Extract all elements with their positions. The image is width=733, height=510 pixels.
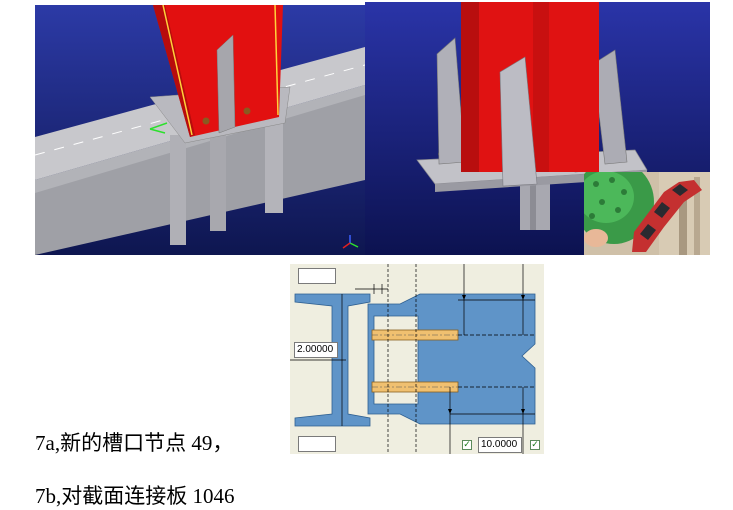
section-parameter-dialog: 2.00000 ✓ 10.0000 ✓ bbox=[290, 264, 544, 454]
dimension-input-bottom[interactable] bbox=[298, 436, 336, 452]
checkbox-icon[interactable]: ✓ bbox=[530, 440, 540, 450]
dimension-input-top[interactable] bbox=[298, 268, 336, 284]
gusset-plate bbox=[499, 56, 538, 187]
dimension-lines bbox=[290, 264, 535, 454]
stiffener-plate bbox=[170, 135, 186, 245]
gusset-plate bbox=[216, 34, 236, 134]
bottom-dimension-input[interactable]: 10.0000 bbox=[478, 437, 522, 453]
side-plate bbox=[592, 49, 628, 165]
caption-fig-7a: 7a,新的槽口节点 49， bbox=[35, 431, 234, 455]
offset-input[interactable]: 2.00000 bbox=[294, 342, 338, 358]
beam-centerline bbox=[35, 64, 365, 156]
section-diagram bbox=[290, 264, 544, 454]
bolt bbox=[243, 107, 251, 115]
inset-photo bbox=[584, 172, 710, 255]
bolt bbox=[202, 117, 210, 125]
notch-joint-3d-view bbox=[35, 5, 365, 255]
axis-triad-icon bbox=[342, 235, 359, 249]
notch-joint-drawing bbox=[35, 5, 365, 255]
caption-fig-7b: 7b,对截面连接板 1046 bbox=[35, 484, 235, 508]
inset-photo-drawing bbox=[584, 172, 710, 255]
stiffener-plate bbox=[210, 123, 226, 231]
stiffener-plate bbox=[265, 113, 283, 213]
checkbox-icon[interactable]: ✓ bbox=[462, 440, 472, 450]
